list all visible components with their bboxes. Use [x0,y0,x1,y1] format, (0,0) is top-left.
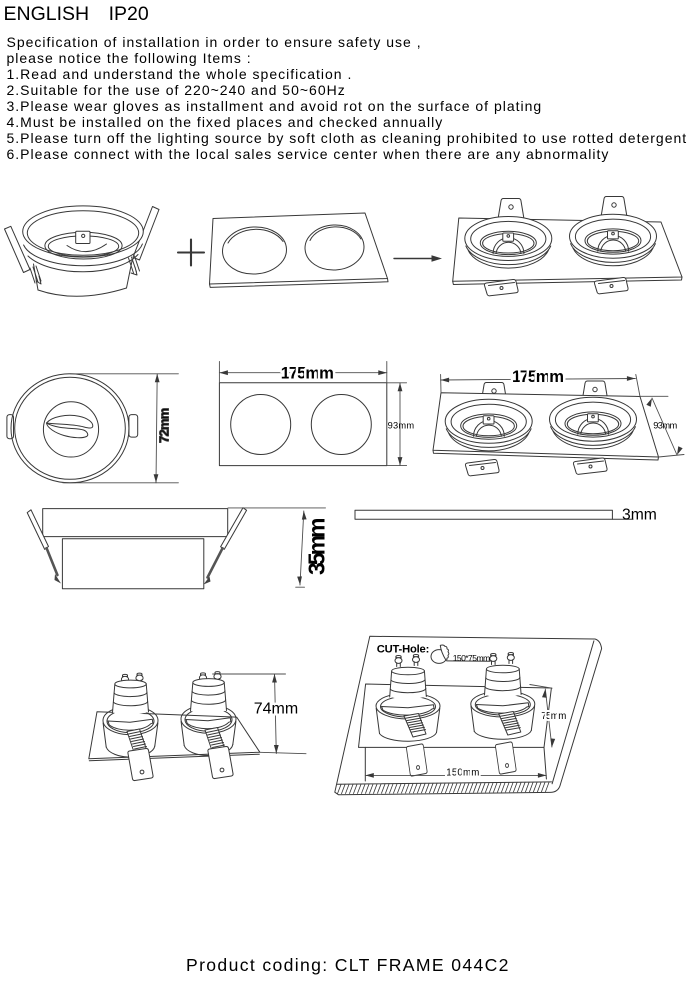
svg-text:150mm: 150mm [446,767,479,778]
svg-text:93mm: 93mm [653,421,677,431]
svg-text:35mm: 35mm [303,518,329,576]
svg-text:93mm: 93mm [388,421,415,431]
svg-text:72mm: 72mm [156,408,171,443]
svg-text:75mm: 75mm [541,711,566,722]
svg-text:CUT-Hole:: CUT-Hole: [377,643,430,655]
svg-text:175mm: 175mm [512,367,564,386]
svg-text:3mm: 3mm [622,506,657,523]
svg-text:74mm: 74mm [254,701,298,718]
svg-text:150*75mm: 150*75mm [453,653,491,663]
svg-text:175mm: 175mm [281,364,334,383]
